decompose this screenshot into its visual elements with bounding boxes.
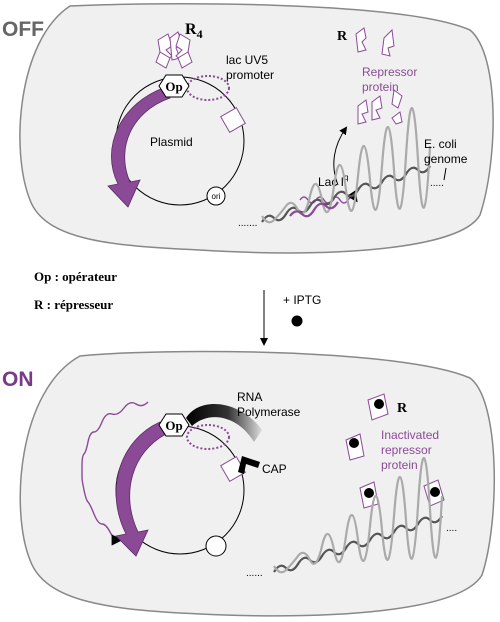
on-dna-helix-icon	[273, 456, 444, 574]
legend-r: R : répresseur	[34, 297, 113, 312]
off-cell-membrane	[19, 3, 494, 254]
on-state-label: ON	[2, 368, 34, 391]
inactivated-line1: Inactivated	[381, 428, 439, 442]
on-ori-circle	[205, 535, 227, 557]
operator-label: Op	[165, 79, 182, 94]
transition: + IPTG	[260, 290, 321, 346]
bound-iptg-icon	[364, 488, 374, 498]
polymerase-label-line1: RNA	[237, 390, 262, 404]
repressor-subunit-icon	[355, 27, 403, 125]
on-operator-label: Op	[165, 418, 182, 433]
repressor-protein-line1: Repressor	[362, 65, 417, 79]
repressor-tetramer-icon	[155, 31, 193, 69]
bound-iptg-icon	[374, 399, 384, 409]
inactivated-repressor-group	[345, 393, 445, 509]
on-genome-dots-right: ....	[446, 523, 457, 534]
on-transcription-arrow	[115, 421, 167, 557]
on-operator-site	[158, 413, 190, 437]
cap-protein-icon	[238, 456, 260, 474]
repressor-r-label: R	[337, 29, 348, 44]
dna-helix-icon	[261, 106, 432, 224]
genome-label-line2: genome	[424, 152, 468, 166]
bound-iptg-icon	[430, 487, 440, 497]
laci-label: Lac Iq	[318, 173, 348, 189]
off-panel: OFF Op ori Plasmid R4 lac UV5 promoter R	[2, 3, 494, 254]
polymerase-label-line2: Polymerase	[237, 405, 301, 419]
legend: Op : opérateur R : répresseur	[34, 269, 117, 312]
ori-label: ori	[212, 192, 221, 201]
inactivated-line3: protein	[381, 458, 418, 472]
operator-site	[158, 74, 190, 98]
plasmid-label: Plasmid	[150, 135, 193, 149]
iptg-label: + IPTG	[283, 293, 321, 307]
ori-circle	[206, 186, 226, 206]
transcription-direction-arrow	[107, 86, 171, 208]
expression-arrow	[333, 126, 348, 186]
genome-dots-right: .....	[430, 178, 444, 189]
off-state-label: OFF	[2, 18, 44, 41]
bound-iptg-icon	[349, 438, 359, 448]
inactivated-line2: repressor	[381, 443, 432, 457]
on-panel: ON Op CAP RNA Polymerase	[2, 350, 495, 617]
genome-dots-left: .......	[238, 218, 257, 229]
iptg-molecule-icon	[291, 315, 303, 327]
cap-binding-site	[220, 107, 246, 133]
promoter-label-line2: promoter	[226, 68, 274, 82]
promoter-label-line1: lac UV5	[226, 53, 268, 67]
genome-label-line1: E. coli	[424, 137, 457, 151]
mrna-wave-icon	[81, 401, 149, 546]
rna-polymerase-icon	[186, 404, 262, 442]
cap-label: CAP	[262, 462, 287, 476]
genome-pointer-line	[443, 167, 447, 181]
repressor-protein-line2: protein	[362, 80, 399, 94]
r4-label: R4	[185, 21, 203, 41]
on-genome-dots-left: ......	[246, 568, 263, 579]
legend-op: Op : opérateur	[34, 269, 117, 284]
on-repressor-r-label: R	[397, 401, 408, 416]
on-promoter-region	[186, 424, 230, 450]
